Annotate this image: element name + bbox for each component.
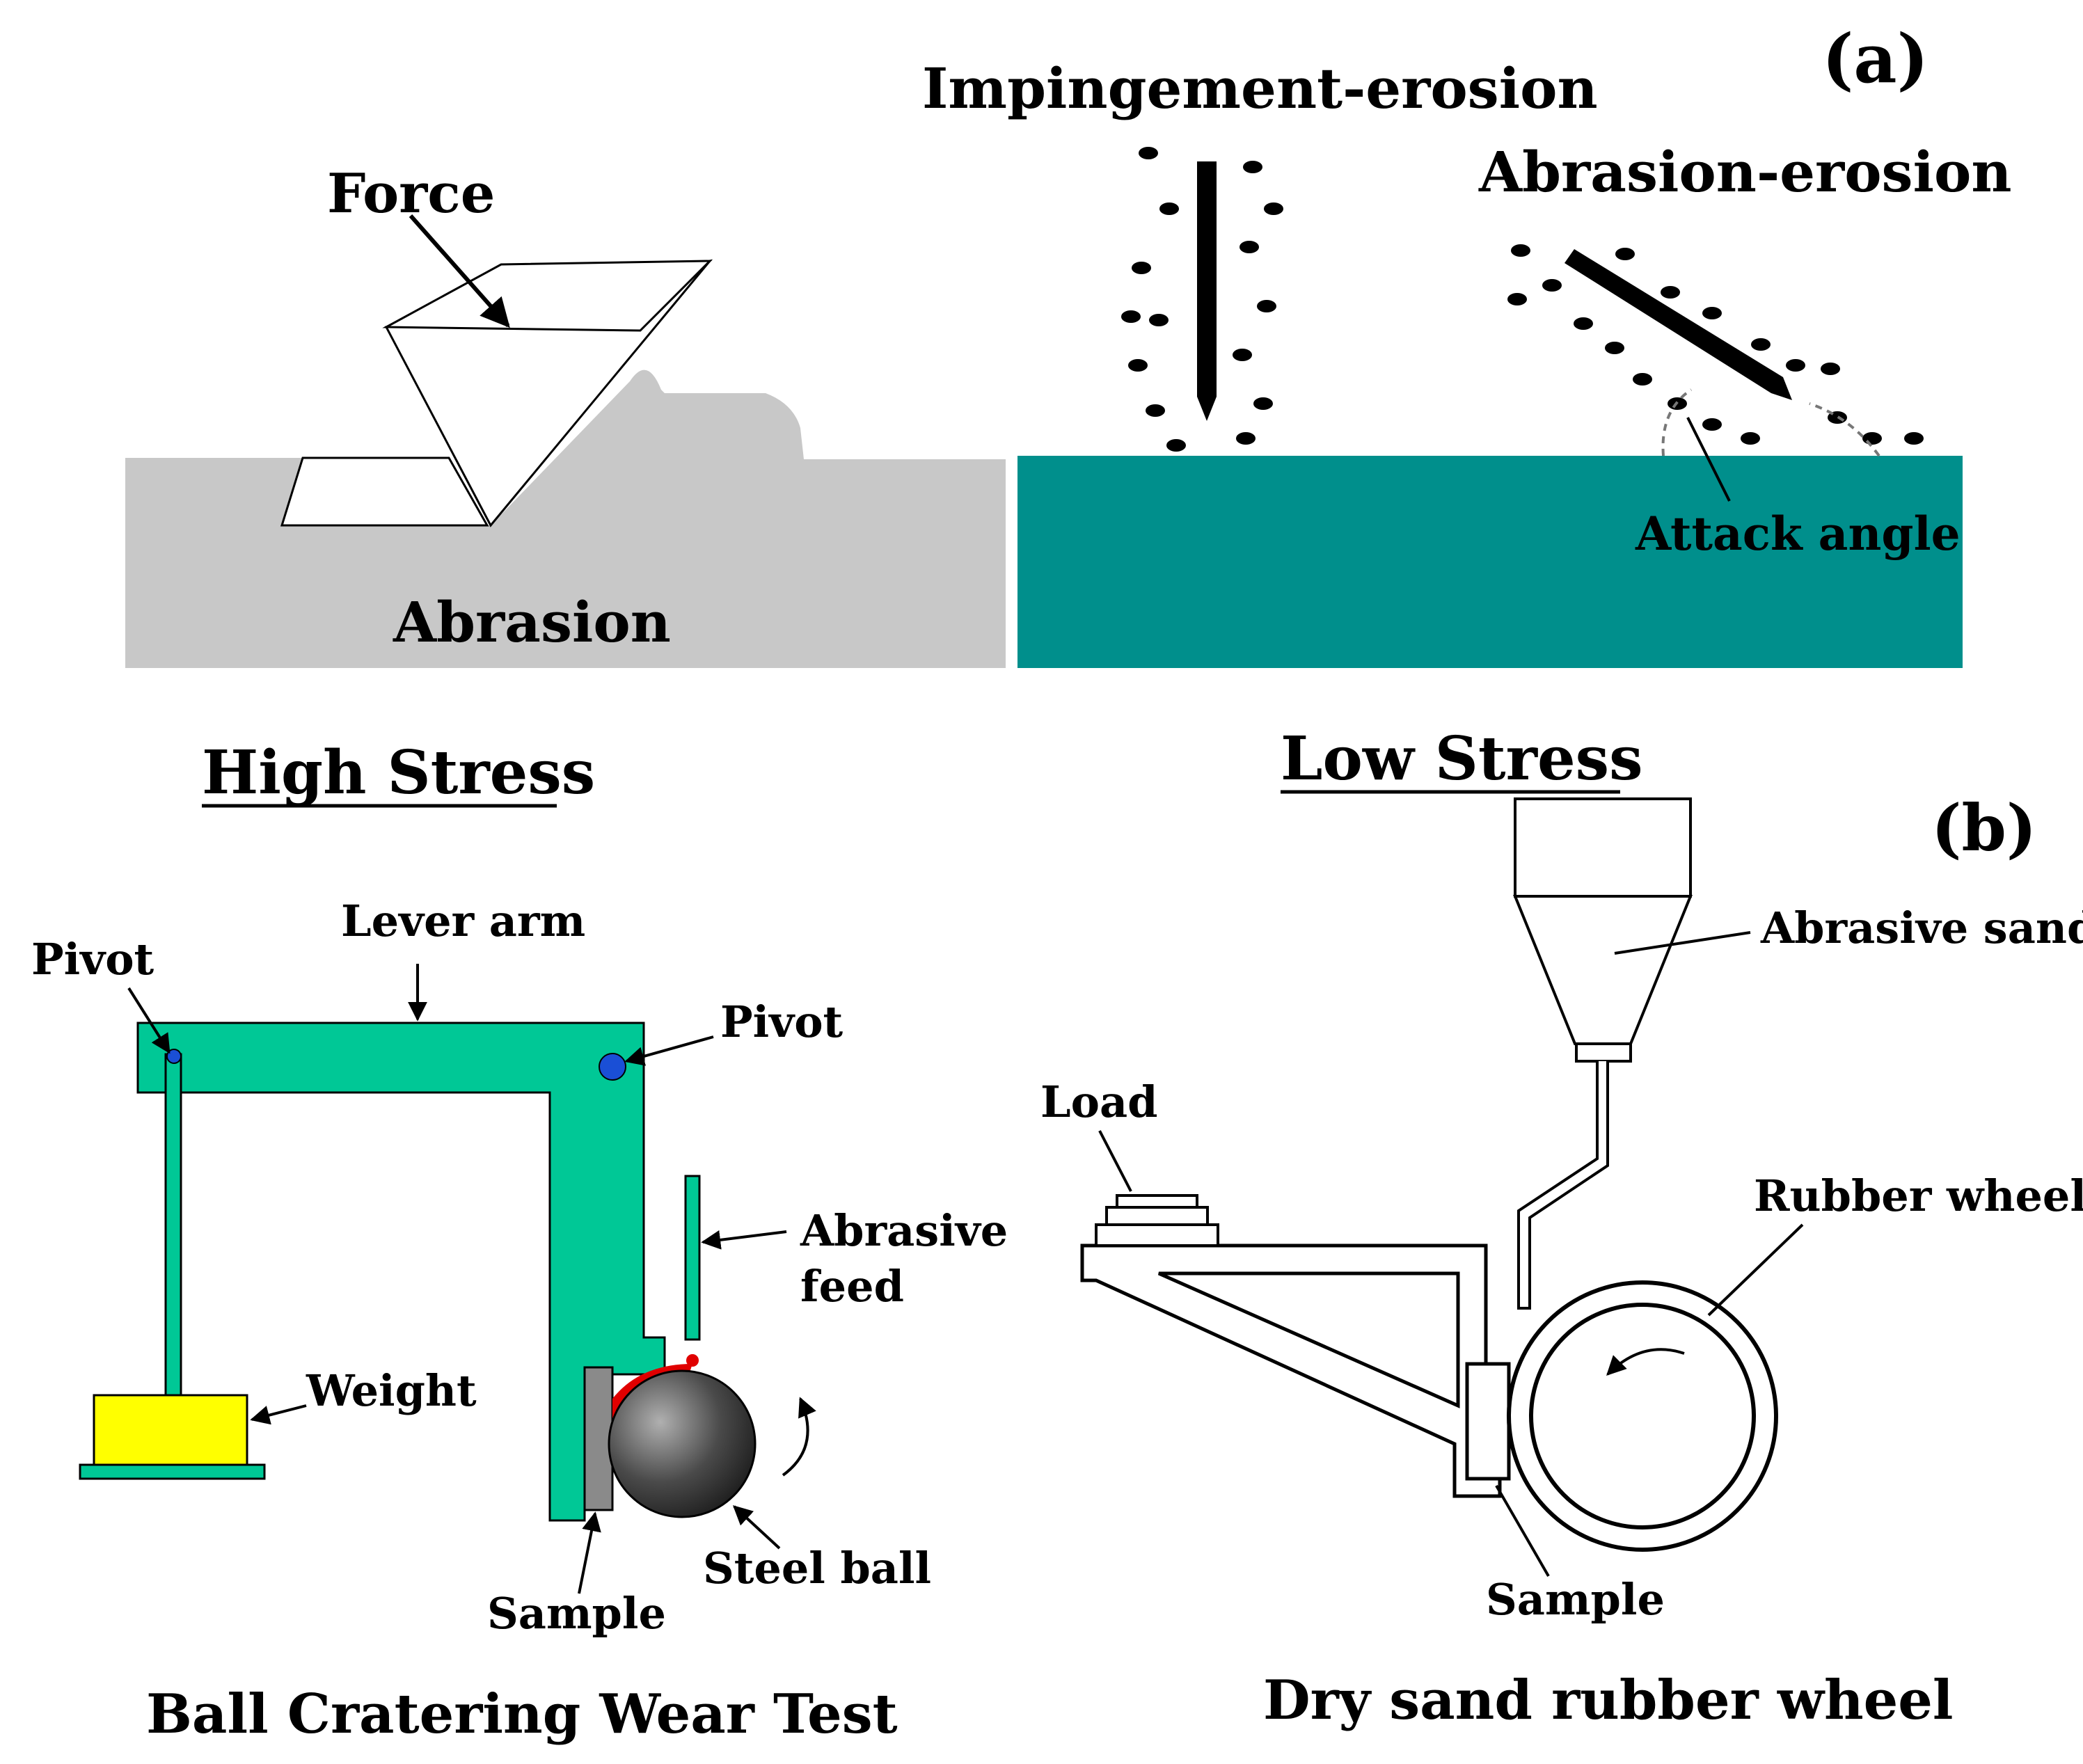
abrasive-sand-label: Abrasive sand [1760,903,2083,953]
pivot-right-pointer [624,1035,714,1066]
sample-label-left: Sample [487,1588,666,1639]
ball-cratering-diagram: High Stress Lever arm Pivot Pivot Abrasi… [31,738,1008,1746]
steel-ball [608,1369,757,1518]
low-stress-heading: Low Stress [1281,724,1643,794]
panel-a: (a) Force Abrasion Impingement-erosion [125,19,2012,668]
hopper-cone [1513,895,1693,1045]
load-pointer [1098,1130,1132,1192]
rotation-arrow [782,1397,816,1477]
steel-ball-label: Steel ball [703,1543,931,1594]
panel-b-label: (b) [1931,790,2036,866]
sample-right-pointer [1495,1485,1550,1577]
rubber-wheel-inner [1529,1303,1756,1529]
load-weight-2 [1105,1206,1209,1226]
abrasion-diagram: Force Abrasion [125,162,1006,668]
rubber-wheel-label: Rubber wheel [1754,1170,2083,1221]
pivot-right-label: Pivot [720,996,844,1047]
abrasive-feed-label-1: Abrasive [800,1205,1008,1256]
weight-pointer [250,1404,307,1425]
abrasion-groove [280,456,489,527]
panel-a-label: (a) [1822,19,1928,98]
attack-angle-arc-1 [1661,388,1693,456]
erosion-diagram: Impingement-erosion Abrasion-erosion [922,56,2012,668]
abrasion-title: Abrasion [393,589,671,655]
load-weight-3 [1116,1194,1198,1209]
load-arm-cutout [1157,1271,1460,1408]
abrasion-surface [125,370,1006,668]
rubber-wheel-pointer [1707,1223,1804,1317]
rubber-wheel-sample [1465,1362,1511,1481]
high-stress-heading: High Stress [202,738,595,808]
abrasive-drop [686,1354,699,1367]
pivot-left-label: Pivot [31,934,155,985]
impingement-erosion-label: Impingement-erosion [922,56,1598,121]
hopper-top [1514,797,1692,898]
attack-angle-pointer [1686,417,1731,502]
abrasive-sand-pointer [1614,931,1751,955]
force-arrow [409,214,510,328]
pivot-left-pointer [127,987,171,1054]
lever-arm-label: Lever arm [341,896,585,946]
abrasive-feed-tube [684,1175,701,1341]
abrasive-feed-label-2: feed [800,1261,904,1312]
pivot-right [599,1053,626,1081]
load-label: Load [1040,1076,1157,1127]
panel-b: (b) High Stress Lever arm Pivot Pivot Ab… [31,724,2083,1746]
rubber-wheel-diagram: Low Stress Abrasive sand Load Rubber whe… [1040,724,2083,1732]
steel-ball-pointer [732,1505,781,1550]
weight-base [79,1463,266,1480]
weight-block [93,1394,248,1466]
rubber-wheel-caption: Dry sand rubber wheel [1263,1669,1954,1732]
sample-plate [583,1366,614,1511]
erosion-surface [1017,456,1963,668]
weight-label: Weight [306,1365,477,1416]
abrasion-erosion-jet-arrow [1565,249,1792,400]
abrasion-erosion-label: Abrasion-erosion [1478,139,2012,205]
sample-left-pointer [578,1511,601,1594]
attack-angle-arc-2 [1809,402,1880,457]
abrasive-feed-pointer [701,1230,787,1250]
attack-angle-label: Attack angle [1635,507,1961,561]
load-weight-1 [1095,1223,1219,1247]
sample-label-right: Sample [1486,1574,1665,1625]
pivot-left [166,1049,182,1064]
feed-pipe [1517,1061,1609,1310]
hopper-outlet [1575,1042,1632,1063]
impingement-jet-arrow [1197,161,1217,421]
ball-cratering-caption: Ball Cratering Wear Test [146,1683,898,1746]
weight-rod [164,1053,182,1397]
force-label: Force [327,162,495,225]
wheel-rotation-arrow [1606,1348,1685,1376]
abrasion-pyramid-top [382,260,713,332]
